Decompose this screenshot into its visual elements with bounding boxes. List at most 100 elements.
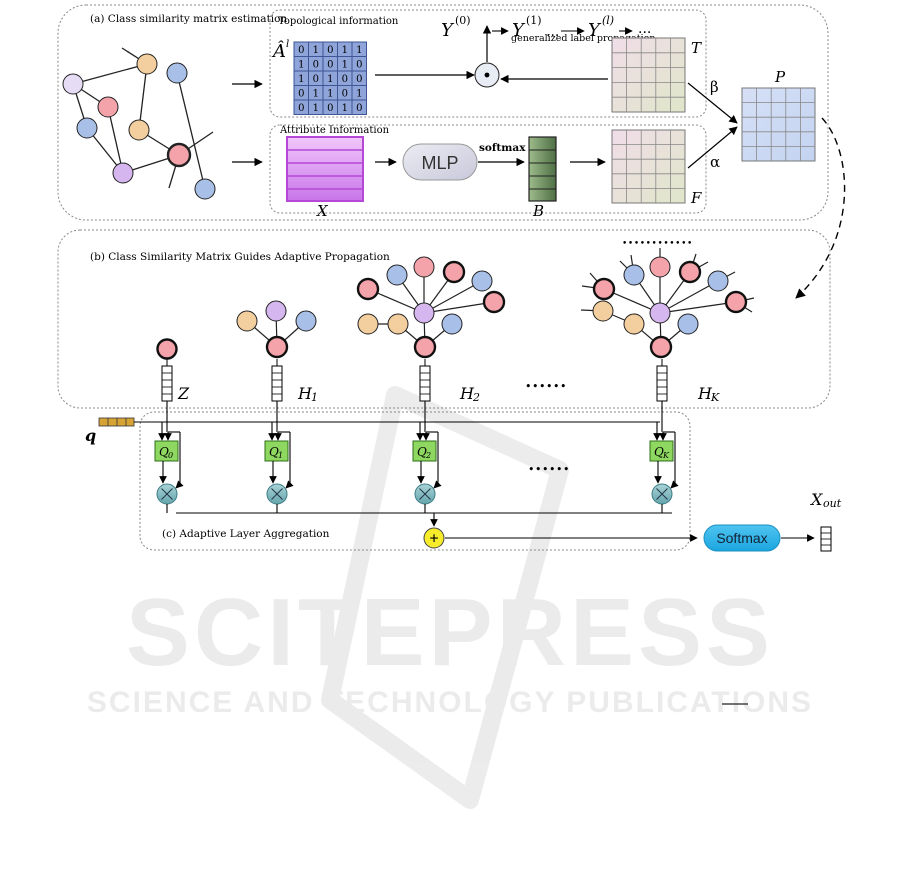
- adjacency-cell-value: 0: [298, 89, 304, 100]
- adj-hat-sup: l: [286, 39, 289, 50]
- z-label: Z: [177, 384, 190, 403]
- q-vector: [98, 417, 135, 427]
- y1-label: Y: [512, 20, 526, 41]
- y0-sup: (0): [455, 14, 471, 27]
- adjacency-cell-value: 1: [342, 103, 348, 114]
- x-label: X: [316, 202, 329, 220]
- qk-block-sub: K: [662, 451, 670, 460]
- x-matrix: [286, 136, 364, 202]
- xout-vector: [820, 526, 832, 552]
- attribute-title: Attribute Information: [279, 125, 390, 136]
- adjacency-cell-value: 1: [313, 103, 319, 114]
- p-to-propagation-arrow: [795, 117, 846, 299]
- p-label: P: [774, 68, 786, 86]
- alpha-label: α: [710, 153, 720, 171]
- q-label: q: [85, 426, 96, 445]
- adjacency-cell-value: 1: [356, 89, 362, 100]
- feature-vector: [656, 365, 668, 402]
- feature-vector: [419, 365, 431, 402]
- panel-b-title: (b) Class Similarity Matrix Guides Adapt…: [90, 251, 390, 263]
- h2-label: H: [459, 384, 475, 403]
- adjacency-cell-value: 0: [342, 74, 348, 85]
- adjacency-cell-value: 0: [298, 103, 304, 114]
- adjacency-cell: [351, 99, 367, 115]
- adjacency-cell-value: 1: [342, 45, 348, 56]
- p-matrix: [741, 87, 816, 162]
- adjacency-cell-value: 0: [356, 103, 362, 114]
- adjacency-cell-value: 1: [313, 45, 319, 56]
- h1-tree: [236, 300, 317, 359]
- adjacency-cell-value: 1: [298, 74, 304, 85]
- y1-sup: (1): [526, 14, 542, 27]
- q2-block-label: Q: [417, 445, 427, 459]
- q1-block-label: Q: [269, 445, 279, 459]
- glp-label: generalized label propagation: [511, 33, 655, 44]
- h2-tree: [356, 256, 506, 359]
- hk-top-dots: ••••••••••••: [622, 239, 693, 249]
- hk-tree: [580, 248, 755, 359]
- attribute-box: Attribute Information X MLP softmax B: [269, 124, 707, 220]
- hk-sub: K: [710, 391, 720, 404]
- propagation-dots: ••••••: [525, 380, 567, 393]
- softmax-block: [703, 524, 781, 552]
- adjacency-cell-value: 0: [356, 60, 362, 71]
- feature-vectors: [161, 359, 668, 402]
- b-label: B: [532, 202, 544, 220]
- q0-block-sub: 0: [168, 451, 173, 460]
- adjacency-cell-value: 0: [313, 74, 319, 85]
- yl-sup: (l): [602, 14, 614, 27]
- xout-sub: out: [823, 497, 842, 510]
- feature-vector: [161, 365, 173, 402]
- hk-label: H: [697, 384, 713, 403]
- t-label: T: [691, 39, 702, 57]
- yl-label: Y: [588, 20, 602, 41]
- y0-label: Y: [441, 20, 455, 41]
- q0-block: [154, 440, 179, 462]
- z-node: [156, 338, 178, 360]
- panel-b: (b) Class Similarity Matrix Guides Adapt…: [57, 229, 831, 409]
- aggregation-dots: ••••••: [528, 463, 570, 476]
- beta-label: β: [710, 78, 719, 96]
- adjacency-cell-value: 0: [327, 45, 333, 56]
- adjacency-cell-value: 0: [327, 103, 333, 114]
- h1-label: H: [297, 384, 313, 403]
- hadamard-dot: [484, 72, 490, 78]
- watermark-line2: SCIENCE AND TECHNOLOGY PUBLICATIONS: [87, 686, 813, 719]
- adjacency-cell-value: 1: [342, 60, 348, 71]
- adjacency-cell-value: 1: [298, 60, 304, 71]
- f-matrix: [611, 129, 686, 204]
- watermark: SCITEPRESS SCIENCE AND TECHNOLOGY PUBLIC…: [87, 386, 813, 809]
- q0-block-label: Q: [159, 445, 169, 459]
- adjacency-cell-value: 0: [327, 60, 333, 71]
- sum-plus: +: [429, 531, 438, 548]
- watermark-line1: SCITEPRESS: [126, 579, 774, 686]
- mlp-label: MLP: [421, 153, 458, 173]
- mlp-block: [402, 143, 478, 181]
- adjacency-cell-value: 1: [313, 89, 319, 100]
- softmax-label: Softmax: [716, 530, 767, 546]
- q1-block-sub: 1: [278, 451, 283, 460]
- topological-title: Topological information: [278, 16, 399, 27]
- adj-hat-label: Â: [271, 39, 286, 62]
- panel-a-title: (a) Class similarity matrix estimation: [90, 13, 287, 25]
- qk-block-label: Q: [654, 445, 664, 459]
- adjacency-cell-value: 0: [313, 60, 319, 71]
- feature-vector: [271, 365, 283, 402]
- h1-sub: 1: [311, 391, 318, 404]
- adjacency-cell-value: 1: [327, 74, 333, 85]
- softmax-small-label: softmax: [479, 142, 526, 154]
- adjacency-cell-value: 1: [327, 89, 333, 100]
- adjacency-cell-value: 1: [356, 45, 362, 56]
- adjacency-cell-value: 0: [342, 89, 348, 100]
- adjacency-cell-value: 0: [356, 74, 362, 85]
- input-graph-nodes: [62, 53, 216, 200]
- adjacency-cell-value: 0: [298, 45, 304, 56]
- b-matrix: [528, 136, 557, 202]
- q2-block: [412, 440, 437, 462]
- qk-block: [649, 440, 674, 462]
